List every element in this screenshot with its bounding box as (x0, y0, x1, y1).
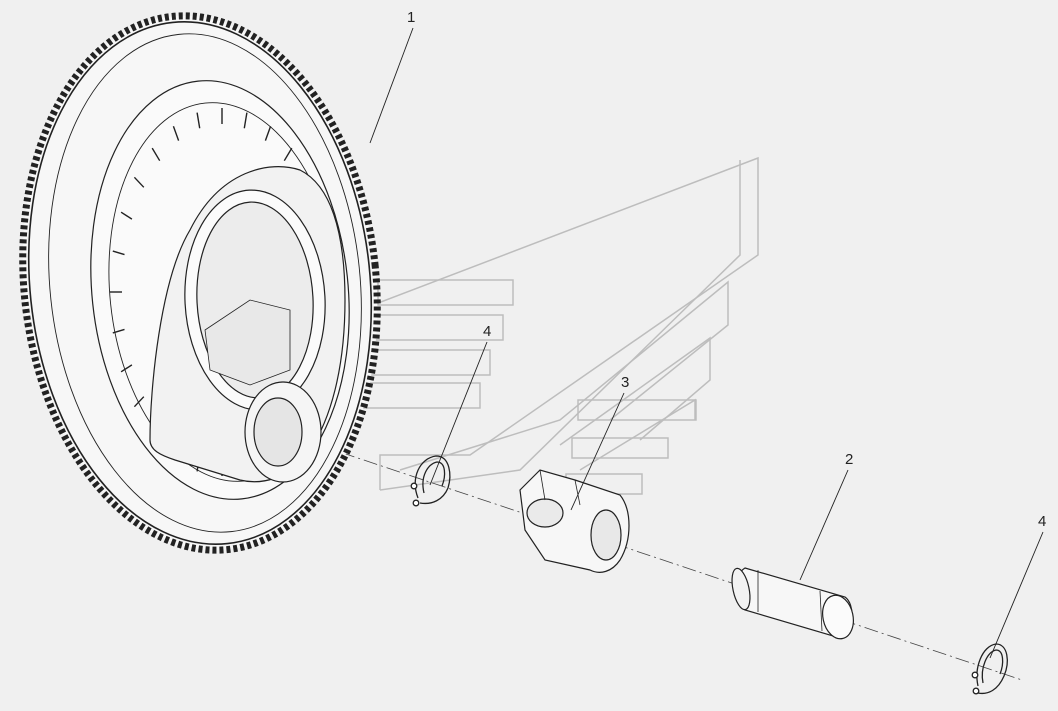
gear-spoke (112, 250, 125, 256)
pin-part (731, 567, 854, 640)
leader-line-2 (799, 469, 849, 581)
callout-3: 3 (621, 374, 629, 391)
center-axis-line (249, 421, 1023, 681)
lever-part (519, 469, 630, 573)
gear-spoke (133, 396, 145, 408)
gear-spoke (264, 125, 272, 141)
circlip-upper (410, 455, 451, 507)
gear-spoke (120, 364, 133, 373)
gear-spoke (151, 147, 161, 162)
gear-part (19, 12, 381, 554)
callout-4-lower: 4 (1038, 513, 1046, 530)
gear-spoke (196, 112, 201, 129)
gear-spoke (120, 211, 133, 220)
callout-1: 1 (407, 9, 415, 26)
callout-4-upper: 4 (483, 323, 491, 340)
gear-spoke (133, 176, 145, 188)
leader-line-3 (570, 392, 625, 511)
leader-line-4-lower (989, 531, 1044, 659)
callout-2: 2 (845, 451, 853, 468)
leader-line-1 (369, 27, 414, 144)
leader-lines (369, 27, 1044, 659)
leader-line-4-upper (429, 341, 488, 486)
gear-spoke (243, 112, 248, 129)
gear-spoke (172, 125, 180, 141)
gear-spoke (283, 147, 293, 162)
watermark-logo (344, 156, 759, 495)
circlip-lower (971, 643, 1008, 695)
gear-spoke (112, 328, 125, 334)
